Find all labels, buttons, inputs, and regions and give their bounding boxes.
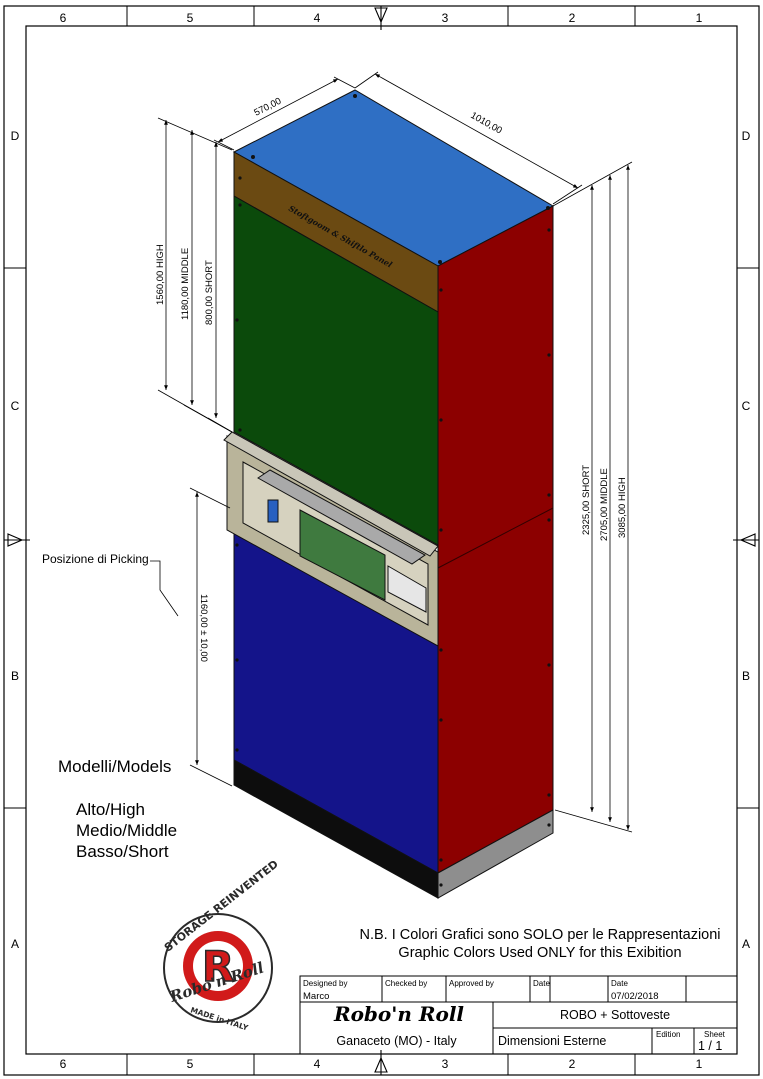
dim-picking-height: 1160,00 ± 10,00 [198,594,209,662]
picking-hood [223,431,439,557]
col-label-top: 4 [314,11,321,25]
row-label-left: D [11,129,20,143]
model-item: Basso/Short [76,842,169,861]
drawing-title: ROBO + Sottoveste [559,1008,671,1022]
logo-white-disc [193,941,243,991]
dim-right-short: 2325,00 SHORT [581,465,592,535]
dim-left-middle: 1180,00 MIDDLE [180,248,191,320]
date-value: 07/02/2018 [611,991,659,1002]
checked-by-label: Checked by [385,979,428,988]
col-label-top: 6 [60,11,67,25]
edition-label: Edition [656,1030,681,1039]
title-block-grid [299,975,738,1055]
drawing-subtitle: Dimensioni Esterne [498,1034,607,1048]
row-label-right: B [742,669,750,683]
dim-right-high: 3085,00 HIGH [617,477,628,538]
color-notice-italian: N.B. I Colori Grafici sono SOLO per le R… [359,927,721,943]
picking-inner-panel [299,509,386,601]
zone-ticks [4,6,759,1075]
approval-date-label: Date [533,979,550,988]
sheet-label: Sheet [704,1030,725,1039]
date-label: Date [611,979,628,988]
col-label-bottom: 2 [569,1057,576,1071]
dim-depth: 570,00 [252,96,283,119]
logo-letter: R [202,942,234,991]
models-heading: Modelli/Models [58,757,172,776]
row-label-right: D [742,129,751,143]
dim-left-short: 800,00 SHORT [204,260,215,325]
picking-roller [257,469,426,565]
col-label-bottom: 1 [696,1057,703,1071]
designed-by-value: Marco [303,991,330,1002]
color-notice-english: Graphic Colors Used ONLY for this Exibit… [398,945,682,961]
col-label-bottom: 4 [314,1057,321,1071]
dim-left-high: 1560,00 HIGH [155,244,166,305]
cabinet-isometric [223,89,555,899]
row-label-left: C [11,399,20,413]
models-list: Modelli/Models Alto/High Medio/Middle Ba… [40,756,220,862]
company-name: Robo'n Roll [333,1002,465,1026]
picking-side-box [387,565,427,613]
dim-right-middle: 2705,00 MIDDLE [599,468,610,541]
row-label-right: C [742,399,751,413]
model-item: Medio/Middle [76,821,178,840]
col-label-bottom: 5 [187,1057,194,1071]
col-label-top: 2 [569,11,576,25]
designed-by-label: Designed by [303,979,348,988]
picking-gauge [267,499,279,523]
cabinet-side-base [437,809,554,899]
dimension-lines [150,71,633,833]
model-item: Alto/High [76,800,145,819]
col-label-top: 3 [442,11,449,25]
row-label-left: A [11,937,19,951]
approved-by-label: Approved by [449,979,494,988]
cabinet-screws [235,94,551,887]
col-label-top: 5 [187,11,194,25]
col-label-top: 1 [696,11,703,25]
sheet-value: 1 / 1 [698,1039,723,1053]
company-location: Ganaceto (MO) - Italy [336,1034,457,1048]
col-label-bottom: 6 [60,1057,67,1071]
row-label-left: B [11,669,19,683]
picking-position-label: Posizione di Picking [42,552,149,566]
col-label-bottom: 3 [442,1057,449,1071]
centering-marks [4,6,759,1075]
cabinet-side-face [437,205,554,874]
company-logo: R STORAGE REINVENTED Robo'n Roll MADE in… [162,857,281,1032]
row-label-right: A [742,937,750,951]
dim-width: 1010,00 [469,110,504,136]
color-notice: N.B. I Colori Grafici sono SOLO per le R… [330,926,750,962]
